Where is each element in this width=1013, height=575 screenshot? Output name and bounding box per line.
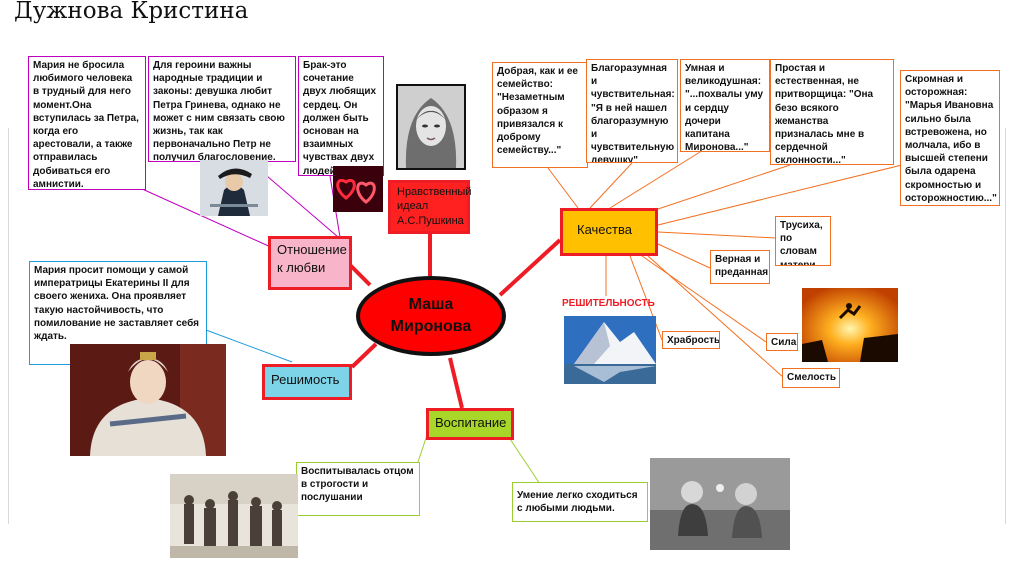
note-modest: Скромная и осторожная: "Марья Ивановна с… xyxy=(900,70,1000,206)
note-traditions: Для героини важны народные традиции и за… xyxy=(148,56,296,162)
note-smart: Умная и великодушная: "...похвалы уму и … xyxy=(680,59,770,152)
note-bravery: Храбрость xyxy=(662,331,720,349)
note-faithful: Верная и преданная xyxy=(710,250,770,284)
empress-portrait xyxy=(70,344,226,456)
node-qualities: Качества xyxy=(560,208,658,256)
note-sensible: Благоразумная и чувствительная: "Я в ней… xyxy=(586,59,678,163)
connector-decisiveness xyxy=(352,344,376,367)
leader-simple xyxy=(640,165,790,215)
center-node: Маша Миронова xyxy=(356,276,506,356)
note-strength: Сила xyxy=(766,333,798,351)
note-marriage: Брак-это сочетание двух любящих сердец. … xyxy=(298,56,384,176)
hearts-image xyxy=(333,166,383,212)
note-courage: Смелость xyxy=(782,368,840,388)
note-simple: Простая и естественная, не притворщица: … xyxy=(770,59,894,165)
note-maria-love: Мария не бросила любимого человека в тру… xyxy=(28,56,146,190)
center-line-2: Миронова xyxy=(391,316,472,338)
leader-faithful xyxy=(658,244,710,268)
leader-kind xyxy=(548,168,578,208)
children-photo xyxy=(650,458,790,550)
silhouette-jump-photo xyxy=(802,288,898,362)
peasants-drawing xyxy=(170,474,298,558)
node-upbringing: Воспитание xyxy=(426,408,514,440)
center-line-1: Маша xyxy=(391,294,472,316)
node-ideal: Нравственный идеал А.С.Пушкина xyxy=(388,180,470,234)
leader-sensible xyxy=(590,163,632,208)
officer-photo xyxy=(200,160,268,216)
note-kind: Добрая, как и ее семейство: "Незаметным … xyxy=(492,62,588,168)
node-decisiveness: Решимость xyxy=(262,364,352,400)
node-love: Отношение к любви xyxy=(268,236,352,290)
note-coward: Трусиха, по словам матери xyxy=(775,216,831,266)
leader-sociable xyxy=(508,436,540,484)
connector-upbringing xyxy=(450,358,462,408)
connector-qualities xyxy=(500,240,560,295)
note-sociable: Умение легко сходиться с любыми людьми. xyxy=(512,482,648,522)
note-raised: Воспитывалась отцом в строгости и послуш… xyxy=(296,462,420,516)
portrait-photo xyxy=(396,84,466,170)
mountain-photo xyxy=(564,316,656,384)
decisiveness-caption: РЕШИТЕЛЬНОСТЬ xyxy=(562,298,662,314)
leader-coward xyxy=(658,232,776,238)
